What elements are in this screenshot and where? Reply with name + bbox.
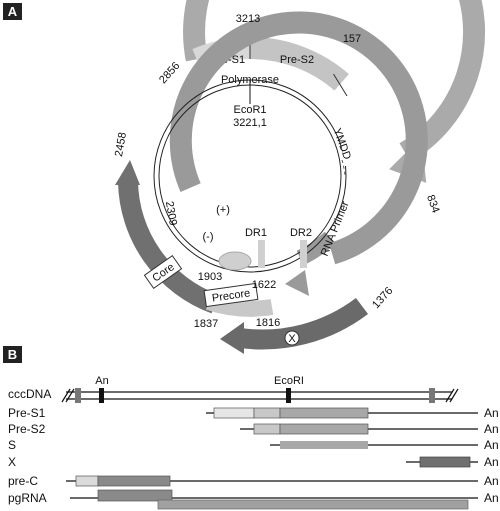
minus-strand-label: (-) [203,231,214,243]
panel-b: B cccDNA Pre-S1 Pre-S2 S X pre-C pgRNA A… [3,346,499,510]
pre-s2-s-divider [333,73,348,97]
pos-1903: 1903 [198,271,222,283]
x-poly-a: An [484,455,499,469]
pos-157: 157 [343,33,361,45]
pos-3213: 3213 [236,13,260,25]
cap-structure [218,251,252,271]
core-box [143,254,183,290]
pos-1622: 1622 [252,279,276,291]
core-region-pre-c [97,475,171,487]
pos-2309: 2309 [163,200,179,226]
polymerase-arrowhead [285,270,309,296]
pre-s2-label: Pre-S2 [280,54,314,66]
dr1-box [258,240,265,268]
core-arrowhead [115,160,140,185]
dr2-label: DR2 [290,227,312,239]
panel-b-tag-box [3,346,22,363]
dr-box-left [75,388,81,403]
pos-2856: 2856 [157,60,182,86]
pos-1837: 1837 [194,318,218,330]
pre-s2-poly-a: An [484,422,499,436]
polymerase-region-pgrna [157,499,469,510]
break-mark-right-2 [449,388,459,403]
panel-b-tag: B [8,347,17,362]
plus-strand-label: (+) [216,204,230,216]
gap-dashed [341,159,346,176]
an-marker [99,388,104,403]
s-orf-band [183,0,486,163]
break-mark-right-1 [445,388,455,403]
pos-2458: 2458 [113,131,129,157]
row-label-pre-s1: Pre-S1 [8,406,46,420]
core-band [118,181,219,314]
polymerase-band [169,11,428,265]
x-label: X [288,333,296,345]
panel-a: A Pre-S1 Pre-S2 S Polymerase EcoR1 3221,… [3,0,486,354]
dr2-box [300,240,307,268]
break-mark-left-1 [61,388,71,403]
pgrna-poly-a: An [484,491,499,505]
ecor1-label: EcoR1 [233,104,266,116]
dr-box-right [429,388,435,403]
ecor1-position: 3221,1 [233,117,267,129]
pre-s2-region [253,423,281,435]
row-label-pre-c: pre-C [8,474,38,488]
x-orf-band [238,297,369,350]
pos-834: 834 [424,193,442,214]
row-label-s: S [8,438,16,452]
pos-1376: 1376 [370,285,395,311]
row-label-pre-s2: Pre-S2 [8,422,46,436]
ecori-marker [286,388,291,403]
pre-s2-band [249,37,349,91]
pre-s1-poly-a: An [484,406,499,420]
pos-1816: 1816 [256,317,280,329]
x-orf-arrowhead [220,322,244,354]
precore-box [203,282,259,308]
row-label-x: X [8,455,16,469]
panel-a-tag-box [3,3,22,20]
pre-s1-region [213,407,255,419]
panel-a-tag: A [8,4,18,19]
s-region [280,441,368,449]
core-region-pgrna [97,489,173,502]
row-label-pgrna: pgRNA [8,491,47,505]
pre-s2-region-in-s1 [253,407,281,419]
row-label-cccdna: cccDNA [8,387,51,401]
x-circle [284,330,300,346]
s-region-in-s1 [279,407,369,419]
dr1-label: DR1 [245,227,267,239]
cccdna-an-label: An [95,375,108,387]
s-poly-a: An [484,438,499,452]
x-region [419,456,471,468]
ymdd-label: YMDD [331,127,353,162]
precore-label: Precore [211,287,251,304]
pre-c-poly-a: An [484,474,499,488]
s-region-in-s2 [279,423,369,435]
cccdna-ecori-label: EcoRI [274,375,304,387]
precore-region [75,475,99,487]
break-mark-left-2 [65,388,75,403]
